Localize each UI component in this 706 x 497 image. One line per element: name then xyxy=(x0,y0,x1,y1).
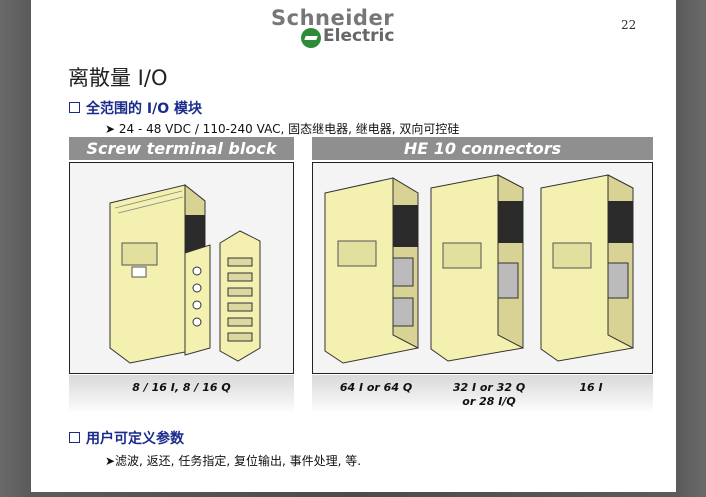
page-number: 22 xyxy=(621,18,637,32)
he10-connectors-image xyxy=(312,162,653,374)
caption-he32-line2: or 28 I/Q xyxy=(462,395,516,408)
screw-module-illustration xyxy=(109,183,261,364)
caption-bar-he10 xyxy=(312,375,653,413)
logo-mark-icon xyxy=(301,28,321,48)
caption-he64: 64 I or 64 Q xyxy=(339,381,413,394)
bullet-label: 全范围的 I/O 模块 xyxy=(86,101,202,117)
screw-terminal-image xyxy=(69,162,294,374)
caption-he32-line1: 32 I or 32 Q xyxy=(452,381,526,394)
caption-bar-screw xyxy=(69,375,294,413)
slide: Schneider Electric 22 离散量 I/O 全范围的 I/O 模… xyxy=(31,0,676,492)
modules-detail: ➤ 24 - 48 VDC / 110-240 VAC, 固态继电器, 继电器,… xyxy=(105,122,460,136)
bullet-section-params: 用户可定义参数 xyxy=(69,428,184,448)
logo-text-top: Schneider xyxy=(271,6,395,30)
caption-he16: 16 I xyxy=(579,381,603,394)
logo-text-bottom: Electric xyxy=(323,26,395,46)
bullet-section-modules: 全范围的 I/O 模块 xyxy=(69,98,202,118)
he10-header: HE 10 connectors xyxy=(312,137,653,160)
bullet-label: 用户可定义参数 xyxy=(86,431,184,447)
checkbox-bullet-icon xyxy=(69,102,80,113)
caption-screw: 8 / 16 I, 8 / 16 Q xyxy=(132,381,231,394)
schneider-logo: Schneider Electric xyxy=(271,6,441,48)
screw-terminal-header: Screw terminal block xyxy=(69,137,294,160)
slide-title: 离散量 I/O xyxy=(68,66,168,90)
params-detail: ➤滤波, 返还, 任务指定, 复位输出, 事件处理, 等. xyxy=(105,454,362,468)
checkbox-bullet-icon xyxy=(69,432,80,443)
he10-modules-illustration xyxy=(324,174,634,364)
